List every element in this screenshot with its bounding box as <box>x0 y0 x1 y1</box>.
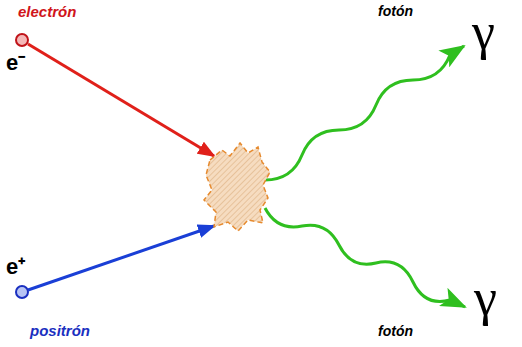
photon-wave <box>265 46 464 180</box>
particle-name: electrón <box>18 4 76 19</box>
particle-name: fotón <box>378 324 413 338</box>
positron-dot <box>16 286 28 298</box>
particle-symbol: γ <box>474 272 497 324</box>
particle-symbol: γ <box>472 6 495 58</box>
particle-symbol: e⁻ <box>6 52 25 74</box>
particle-symbol: e⁺ <box>6 256 25 278</box>
electron-arrow <box>28 44 214 156</box>
photon-wave <box>265 208 465 307</box>
electron-dot <box>16 34 28 46</box>
particle-name: positrón <box>30 323 90 338</box>
positron-arrow <box>28 226 214 290</box>
particle-name: fotón <box>378 4 413 18</box>
annihilation-blob <box>204 143 270 231</box>
